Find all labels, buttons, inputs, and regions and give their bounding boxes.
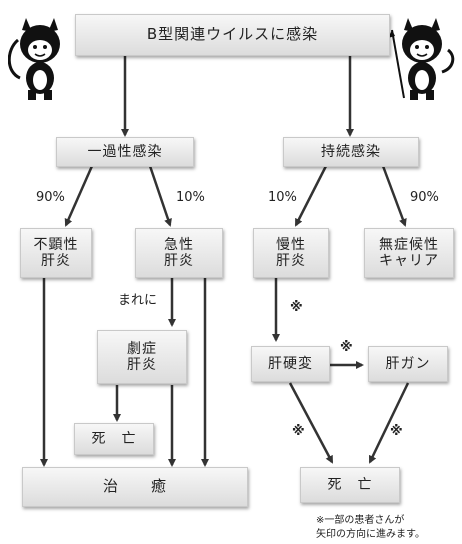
footnote: ※一部の患者さんが 矢印の方向に進みます。 — [316, 515, 425, 540]
rarely-label: まれに — [118, 293, 158, 308]
death-left-box: 死 亡 — [74, 423, 154, 455]
death-right-box: 死 亡 — [300, 467, 400, 503]
arrow-transient-to-subclinical — [64, 165, 94, 227]
cirrhosis-label: 肝硬変 — [268, 355, 313, 372]
mark-cirrhosis-to-cancer: ※ — [340, 340, 353, 355]
death-right-label: 死 亡 — [327, 476, 373, 493]
fulminant-hepatitis-box: 劇症 肝炎 — [97, 330, 187, 384]
infection-top-box: B型関連ウイルスに感染 — [75, 14, 390, 56]
liver-cancer-label: 肝ガン — [385, 355, 431, 372]
persistent-infection-label: 持続感染 — [321, 143, 381, 160]
cure-box: 治 癒 — [22, 467, 248, 507]
subclinical-hepatitis-box: 不顕性 肝炎 — [20, 228, 92, 278]
mark-chronic-to-cirrhosis: ※ — [290, 300, 303, 315]
mascot-right-icon — [388, 18, 455, 100]
arrow-cirrhosis-to-death — [288, 382, 334, 464]
pct-subclinical: 90% — [36, 190, 65, 205]
pct-acute: 10% — [176, 190, 205, 205]
liver-cancer-box: 肝ガン — [368, 346, 448, 382]
acute-hepatitis-label: 急性 肝炎 — [164, 236, 194, 269]
mark-cancer-to-death: ※ — [390, 424, 403, 439]
transient-infection-box: 一過性感染 — [56, 137, 194, 167]
arrow-persistent-to-chronic — [294, 165, 328, 227]
persistent-infection-box: 持続感染 — [283, 137, 419, 167]
infection-top-label: B型関連ウイルスに感染 — [146, 25, 319, 44]
pct-carrier: 90% — [410, 190, 439, 205]
mark-cirrhosis-to-death: ※ — [292, 424, 305, 439]
pct-chronic: 10% — [268, 190, 297, 205]
cirrhosis-box: 肝硬変 — [251, 346, 330, 382]
death-left-label: 死 亡 — [91, 430, 137, 447]
arrow-transient-to-acute — [148, 165, 172, 227]
fulminant-hepatitis-label: 劇症 肝炎 — [127, 340, 157, 373]
chronic-hepatitis-box: 慢性 肝炎 — [253, 228, 329, 278]
cure-label: 治 癒 — [102, 477, 167, 496]
arrow-persistent-to-carrier — [381, 165, 407, 227]
asymptomatic-carrier-box: 無症候性 キャリア — [364, 228, 454, 278]
acute-hepatitis-box: 急性 肝炎 — [135, 228, 223, 278]
arrow-cancer-to-death — [368, 382, 410, 464]
asymptomatic-carrier-label: 無症候性 キャリア — [379, 236, 439, 269]
chronic-hepatitis-label: 慢性 肝炎 — [276, 236, 306, 269]
subclinical-hepatitis-label: 不顕性 肝炎 — [33, 236, 79, 269]
mascot-left-icon — [8, 18, 60, 100]
transient-infection-label: 一過性感染 — [87, 143, 163, 160]
